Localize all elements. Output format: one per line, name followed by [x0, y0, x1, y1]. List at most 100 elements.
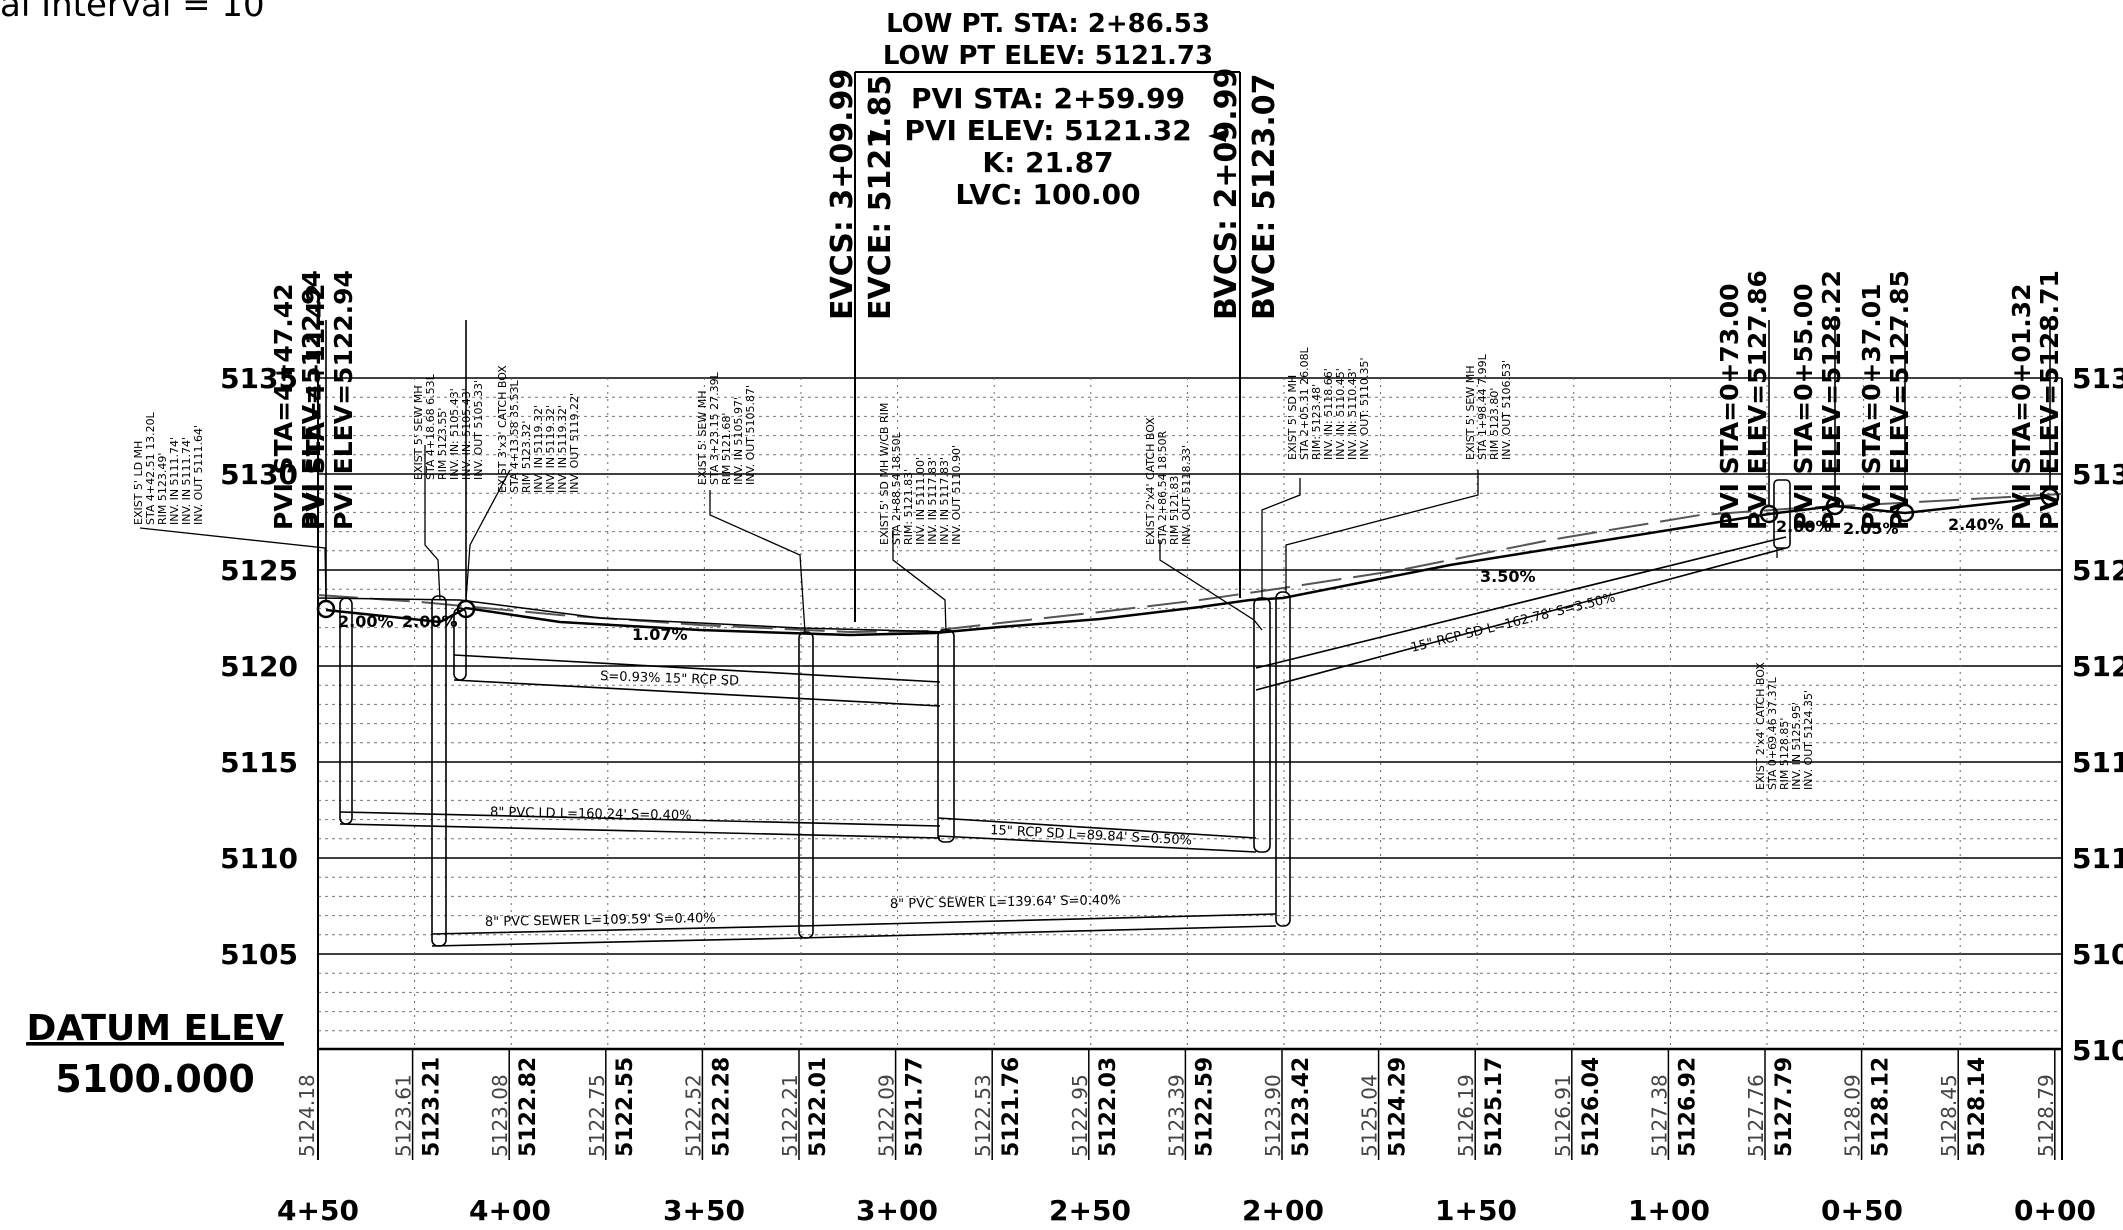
pipe-15in-rcp [1255, 536, 1787, 691]
structure-callout-line: INV. OUT 5118.33' [1180, 445, 1193, 545]
proposed-grade-line [325, 495, 2051, 637]
elev-label: 5110 [220, 842, 298, 875]
major-gridlines [318, 377, 2062, 955]
structure-callout-line: EXIST 5' SEW MH [696, 390, 709, 485]
structure-callout-line: STA 2+86.54 18.50R [1156, 430, 1169, 545]
station-label: 4+00 [469, 1194, 551, 1227]
existing-elev: 5122.52 [681, 1074, 705, 1157]
pipe-8in-pvc-sewer [431, 925, 801, 947]
structure-ld-mh [339, 597, 353, 825]
pipe-label: S=0.93% 15" RCP SD [600, 669, 739, 689]
station-label: 0+00 [2014, 1194, 2096, 1227]
structure-catch-box [1773, 479, 1791, 549]
structure-callout-line: STA 0+69.46 37.37L [1766, 676, 1779, 790]
elev-label: 5130 [220, 458, 298, 491]
structure-callout-line: EXIST 2'x4' CATCH BOX [1144, 417, 1157, 545]
elev-label: 510 [2072, 938, 2123, 971]
proposed-elev: 5121.77 [903, 1057, 928, 1157]
elev-label: 5125 [220, 554, 298, 587]
existing-elev: 5122.09 [875, 1074, 899, 1157]
elev-label: 5120 [220, 650, 298, 683]
structure-callout-line: STA 4+42.51 13.20L [144, 411, 157, 525]
proposed-edge-line [317, 597, 951, 633]
existing-elev: 5126.91 [1551, 1074, 1575, 1157]
pvi-sta-label: PVI STA=4+47.42 [269, 283, 298, 530]
proposed-elev: 5126.92 [1675, 1057, 1700, 1157]
structure-callout-line: STA 4+18.68 6.53L [424, 373, 437, 480]
low-pt-elev: LOW PT ELEV: 5121.73 [883, 41, 1213, 71]
k-value: K: 21.87 [982, 146, 1113, 179]
elev-label: 5115 [220, 746, 298, 779]
evcs-label: EVCS: 3+09.99 [825, 69, 860, 320]
header-fragment: al Interval = 10 [0, 0, 265, 25]
structure-callout-line: EXIST 5' SEW MH [412, 385, 425, 480]
structure-callout-line: INV. OUT 5119.22' [568, 393, 581, 493]
elev-label: 513 [2072, 458, 2123, 491]
structure-sd-mh [1253, 597, 1271, 853]
grade-labels: 2.00% 2.00% 1.07% 3.50% 2.00% 2.05% 2.40… [338, 515, 2004, 644]
proposed-elev: 5128.14 [1965, 1057, 1990, 1157]
structure-callout-line: RIM 5121.83' [1168, 473, 1181, 545]
structure-callout-line: RIM: 5121.83' [902, 469, 915, 545]
pipe-label: 8" PVC SEWER L=139.64' S=0.40% [890, 893, 1121, 912]
pvi-elev-label: PVI ELEV=5122.94 [329, 270, 358, 530]
existing-elev: 5123.90 [1261, 1074, 1285, 1157]
existing-elev: 5126.19 [1454, 1074, 1478, 1157]
pvi-elev-label: PVI ELEV=5128.22 [1817, 270, 1846, 530]
structure-callout-line: STA 2+05.31 26.08L [1298, 346, 1311, 460]
existing-elev: 5123.08 [488, 1074, 512, 1157]
proposed-elev: 5122.03 [1096, 1057, 1121, 1157]
proposed-elev: 5121.76 [999, 1057, 1024, 1157]
elev-label: 512 [2072, 650, 2123, 683]
structure-callout-line: INV. IN 5119.32' [544, 405, 557, 493]
structure-callout-line: EXIST 5' LD MH [132, 441, 145, 525]
structure-callout-line: RIM 5128.85' [1778, 718, 1791, 790]
pvi-elev: PVI ELEV: 5121.32 [904, 114, 1191, 147]
structure-callout-line: INV. OUT 5124.35' [1802, 690, 1815, 790]
structures [339, 479, 1791, 947]
proposed-elev: 5124.29 [1386, 1057, 1411, 1157]
elev-label: 513 [2072, 362, 2123, 395]
datum-value: 5100.000 [55, 1057, 255, 1101]
elev-label: 511 [2072, 746, 2123, 779]
vertical-curve-callout: LOW PT. STA: 2+86.53 LOW PT ELEV: 5121.7… [825, 9, 1282, 622]
structure-callout-line: INV. OUT: 5110.35' [1358, 357, 1371, 460]
pipe-8in-pvc-sewer [799, 913, 1277, 939]
proposed-elev: 5122.01 [806, 1057, 831, 1157]
proposed-elev: 5122.55 [613, 1057, 638, 1157]
grade-label: 2.00% [1776, 517, 1832, 536]
existing-elev: 5123.61 [392, 1074, 416, 1157]
pvi-sta-label: PVI STA=4+11.42 [301, 283, 330, 530]
proposed-elev: 5125.17 [1482, 1057, 1507, 1157]
grade-label: 2.00% [402, 612, 458, 631]
structure-callout-line: EXIST 5' SEW MH [1464, 365, 1477, 460]
pvi-elev-label: PVI ELEV=5127.86 [1743, 270, 1772, 530]
grade-label: 2.40% [1948, 515, 2004, 534]
callout-leaders [139, 445, 1778, 633]
structure-callout-line: RIM 5123.80' [1488, 388, 1501, 460]
existing-elev: 5128.09 [1841, 1074, 1865, 1157]
pvi-sta: PVI STA: 2+59.99 [911, 82, 1185, 115]
structure-callout-line: INV. IN 5111.74' [180, 437, 193, 525]
structure-callout-line: RIM 5123.49' [156, 453, 169, 525]
structure-callout-line: INV. OUT 5105.33' [472, 380, 485, 480]
structure-callout-line: EXIST 5' SD MH W/CB RIM [878, 403, 891, 545]
proposed-elev: 5123.42 [1289, 1057, 1314, 1157]
pipe-8in-pvc-ld [339, 811, 941, 839]
existing-elev: 5123.39 [1164, 1074, 1188, 1157]
arrow-right-icon [1208, 130, 1226, 142]
structure-callout-line: INV. IN 5117.83' [926, 457, 939, 545]
station-label: 1+00 [1628, 1194, 1710, 1227]
grade-label: 2.00% [338, 612, 394, 631]
pvi-elev-label: PVI ELEV=5122.94 [297, 270, 326, 530]
structure-callout-line: INV. IN: 5110.45' [1334, 368, 1347, 460]
elev-label: 5105 [220, 938, 298, 971]
grade-label: 2.05% [1843, 519, 1899, 538]
elevation-labels-left: 5135 5130 5125 5120 5115 5110 5105 [220, 362, 298, 971]
structure-callout-line: INV. OUT 5111.64' [192, 425, 205, 525]
structure-callout-line: STA 3+23.15 27.39L [708, 371, 721, 485]
existing-elev: 5127.38 [1647, 1074, 1671, 1157]
structure-callout-line: INV. OUT 5105.87' [744, 385, 757, 485]
